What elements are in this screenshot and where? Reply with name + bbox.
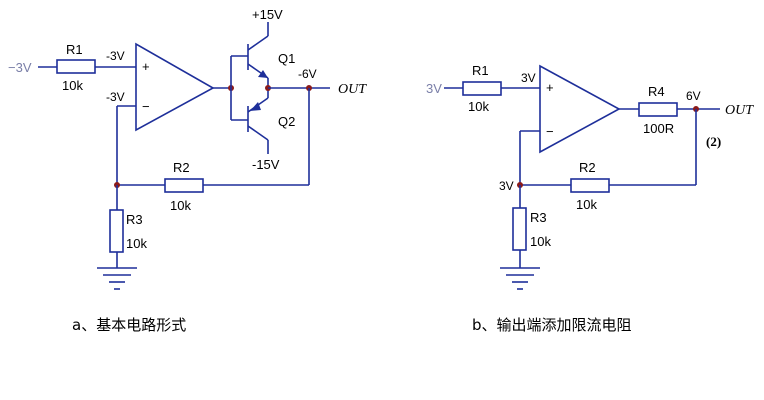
a-r3-value: 10k xyxy=(126,236,147,251)
b-r3-resistor xyxy=(512,207,527,251)
b-ground-symbol xyxy=(500,267,540,290)
a-q1-label: Q1 xyxy=(278,51,295,66)
b-opamp xyxy=(539,64,621,154)
a-r1-value: 10k xyxy=(62,78,83,93)
a-r1-name: R1 xyxy=(66,42,83,57)
a-vee-label: -15V xyxy=(252,157,280,172)
a-caption: a、基本电路形式 xyxy=(72,316,186,334)
b-out-voltage-label: 6V xyxy=(686,89,701,103)
b-opamp-minus-sign: − xyxy=(546,124,554,139)
a-vcc-label: +15V xyxy=(252,7,283,22)
a-r3-resistor xyxy=(109,209,124,253)
b-out-label: OUT xyxy=(725,103,754,118)
a-out-label: OUT xyxy=(338,82,367,97)
a-opamp xyxy=(135,42,215,132)
a-minus-voltage-label: -3V xyxy=(106,90,125,104)
b-opamp-plus-sign: + xyxy=(546,80,554,95)
a-r2-name: R2 xyxy=(173,160,190,175)
a-opamp-plus-sign: + xyxy=(142,59,150,74)
circuit-b: 3V R1 10k 3V + − R4 100R 6V OUT (2) R2 1… xyxy=(426,63,754,334)
b-r2-resistor xyxy=(570,178,610,193)
b-r3-value: 10k xyxy=(530,234,551,249)
a-r2-value: 10k xyxy=(170,198,191,213)
a-plus-voltage-label: -3V xyxy=(106,49,125,63)
b-note-label: (2) xyxy=(706,134,721,149)
b-r2-name: R2 xyxy=(579,160,596,175)
a-out-voltage-label: -6V xyxy=(298,67,317,81)
b-input-voltage-label: 3V xyxy=(426,81,442,96)
a-r3-name: R3 xyxy=(126,212,143,227)
b-r4-resistor xyxy=(638,102,678,117)
a-ground-symbol xyxy=(97,267,137,290)
a-q2-label: Q2 xyxy=(278,114,295,129)
a-opamp-minus-sign: − xyxy=(142,99,150,114)
b-r4-name: R4 xyxy=(648,84,665,99)
a-q2-emitter-arrow xyxy=(250,102,261,111)
b-r3-name: R3 xyxy=(530,210,547,225)
a-q1-collector xyxy=(247,35,269,51)
b-r1-resistor xyxy=(462,81,502,96)
a-q1-emitter-arrow xyxy=(258,70,268,78)
b-r4-value: 100R xyxy=(643,121,674,136)
b-r1-name: R1 xyxy=(472,63,489,78)
a-q2-collector xyxy=(247,125,269,141)
a-r2-resistor xyxy=(164,178,204,193)
b-plus-voltage-label: 3V xyxy=(521,71,536,85)
b-node-voltage-label: 3V xyxy=(499,179,514,193)
b-caption: b、输出端添加限流电阻 xyxy=(472,316,632,334)
a-input-voltage-label: −3V xyxy=(8,60,32,75)
b-r1-value: 10k xyxy=(468,99,489,114)
a-r1-resistor xyxy=(56,59,96,74)
b-r2-value: 10k xyxy=(576,197,597,212)
circuit-a: −3V R1 10k -3V -3V + − +15V -15V Q1 Q2 -… xyxy=(8,7,367,334)
